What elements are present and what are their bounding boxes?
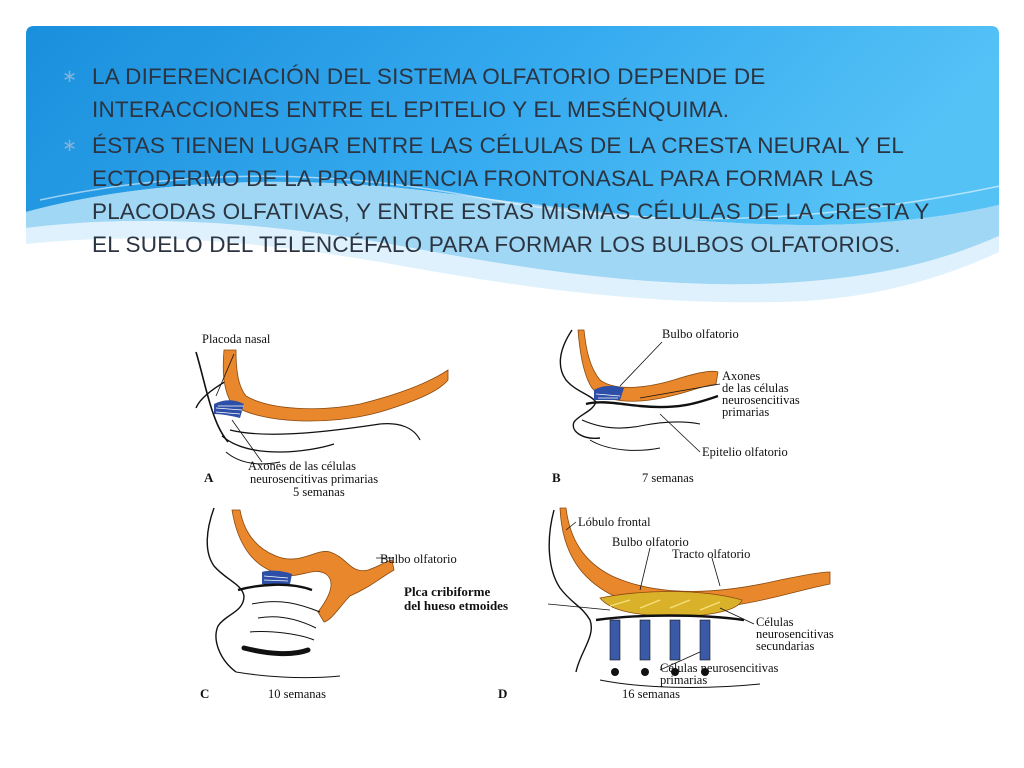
panel-letter: B [552, 470, 561, 485]
panel-stage: 7 semanas [642, 471, 694, 485]
label-hueso-etmoides: del hueso etmoides [404, 598, 508, 613]
panel-letter: A [204, 470, 214, 485]
label-axones-b-4: primarias [722, 405, 769, 419]
panel-stage: 16 semanas [622, 687, 680, 701]
neural-tissue-shape [232, 510, 394, 622]
label-tracto-olfatorio: Tracto olfatorio [672, 547, 750, 561]
label-placoda-nasal: Placoda nasal [202, 332, 271, 346]
panel-letter: C [200, 686, 209, 701]
olfactory-bulb-shape [600, 592, 742, 617]
label-axones-a-1: Axones de las células [248, 459, 356, 473]
label-axones-a-2: neurosencitivas primarias [250, 472, 378, 486]
label-epitelio-olfatorio: Epitelio olfatorio [702, 445, 788, 459]
panel-letter: D [498, 686, 507, 701]
label-plca-cribiforme: Plca cribiforme [404, 584, 490, 599]
panel-b: Bulbo olfatorio Axones de las células ne… [552, 327, 800, 485]
panel-stage: 10 semanas [268, 687, 326, 701]
panel-stage: 5 semanas [293, 485, 345, 499]
label-celulas-secundarias-3: secundarias [756, 639, 814, 653]
panel-a: Placoda nasal Axones de las células neur… [196, 332, 448, 499]
label-bulbo-olfatorio: Bulbo olfatorio [380, 552, 457, 566]
panel-d: Lóbulo frontal Bulbo olfatorio Tracto ol… [404, 508, 834, 701]
neural-tissue-shape [223, 350, 448, 421]
label-bulbo-olfatorio: Bulbo olfatorio [662, 327, 739, 341]
label-lobulo-frontal: Lóbulo frontal [578, 515, 651, 529]
label-celulas-primarias-2: primarias [660, 673, 707, 687]
